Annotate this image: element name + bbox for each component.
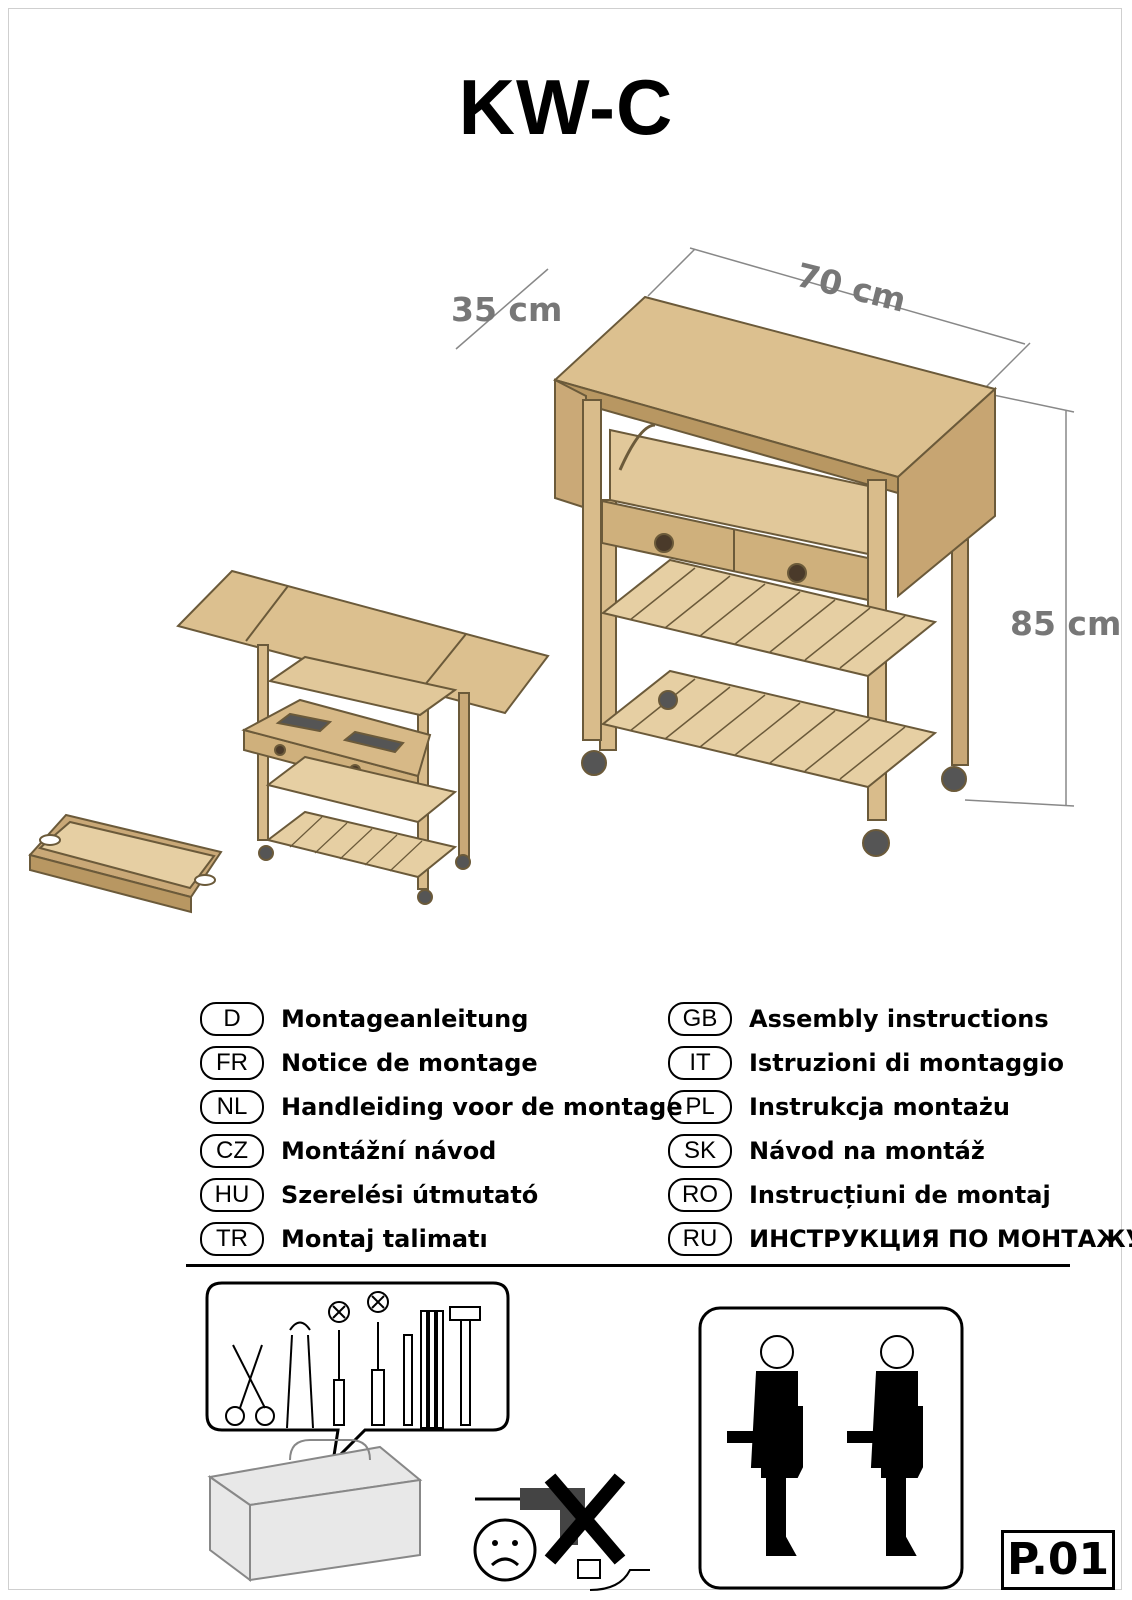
language-label: Montageanleitung — [281, 1005, 529, 1033]
depth-dimension: 35 cm — [451, 290, 563, 329]
language-label: Montážní návod — [281, 1137, 497, 1165]
language-code: PL — [668, 1090, 732, 1124]
no-power-drill-icon — [473, 1473, 650, 1591]
language-code: HU — [200, 1178, 264, 1212]
language-item: NL Handleiding voor de montage — [200, 1090, 683, 1124]
height-dimension: 85 cm — [1010, 604, 1122, 643]
language-item: SK Návod na montáž — [668, 1134, 985, 1168]
language-item: D Montageanleitung — [200, 1002, 528, 1036]
dimension-lines — [455, 247, 1075, 807]
language-code: NL — [200, 1090, 264, 1124]
language-code: TR — [200, 1222, 264, 1256]
language-label: Notice de montage — [281, 1049, 538, 1077]
toolbox-icon — [207, 1439, 423, 1582]
product-title: KW-C — [458, 63, 674, 151]
language-code: IT — [668, 1046, 732, 1080]
language-code: FR — [200, 1046, 264, 1080]
language-item: HU Szerelési útmutató — [200, 1178, 538, 1212]
language-code: SK — [668, 1134, 732, 1168]
language-label: ИНСТРУКЦИЯ ПО МОНТАЖУ — [749, 1225, 1132, 1253]
language-label: Instrukcja montażu — [749, 1093, 1010, 1121]
language-item: IT Istruzioni di montaggio — [668, 1046, 1064, 1080]
language-item: CZ Montážní návod — [200, 1134, 496, 1168]
language-item: RO Instrucțiuni de montaj — [668, 1178, 1051, 1212]
language-label: Istruzioni di montaggio — [749, 1049, 1065, 1077]
language-item: FR Notice de montage — [200, 1046, 538, 1080]
page-frame — [8, 8, 1122, 1590]
language-item: RU ИНСТРУКЦИЯ ПО МОНТАЖУ — [668, 1222, 1132, 1256]
language-label: Návod na montáž — [749, 1137, 985, 1165]
pictograms — [205, 1281, 964, 1591]
language-label: Instrucțiuni de montaj — [749, 1181, 1051, 1209]
language-item: TR Montaj talimatı — [200, 1222, 488, 1256]
language-label: Szerelési útmutató — [281, 1181, 539, 1209]
language-label: Handleiding voor de montage — [281, 1093, 683, 1121]
language-label: Assembly instructions — [749, 1005, 1049, 1033]
language-code: D — [200, 1002, 264, 1036]
kitchen-trolley-illustration — [28, 247, 1075, 914]
divider — [186, 1264, 1070, 1267]
page-number: P.01 — [1001, 1530, 1115, 1590]
language-code: RU — [668, 1222, 732, 1256]
language-code: CZ — [200, 1134, 264, 1168]
language-label: Montaj talimatı — [281, 1225, 488, 1253]
serving-tray — [28, 813, 223, 914]
trolley-large — [553, 295, 998, 857]
trolley-small — [176, 569, 550, 905]
language-item: PL Instrukcja montażu — [668, 1090, 1010, 1124]
tools-icon — [205, 1281, 510, 1467]
language-code: GB — [668, 1002, 732, 1036]
two-persons-icon — [698, 1306, 964, 1590]
language-item: GB Assembly instructions — [668, 1002, 1049, 1036]
language-code: RO — [668, 1178, 732, 1212]
